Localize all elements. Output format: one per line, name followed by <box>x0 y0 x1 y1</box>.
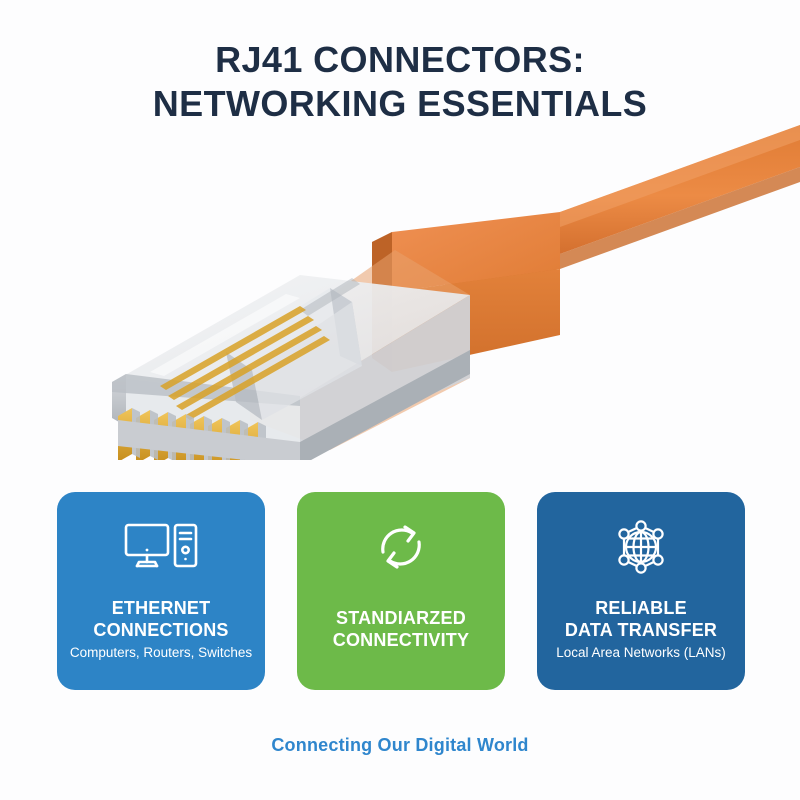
feature-card-title: STANDIARZED CONNECTIVITY <box>332 608 470 650</box>
feature-card-text: STANDIARZED CONNECTIVITY <box>297 580 505 690</box>
sync-arrows-icon <box>371 514 431 580</box>
page-title: RJ41 CONNECTORS: NETWORKING ESSENTIALS <box>0 38 800 126</box>
feature-card-standiarzed-connectivity[interactable]: STANDIARZED CONNECTIVITY <box>297 492 505 690</box>
feature-card-subtitle: Computers, Routers, Switches <box>69 645 253 661</box>
feature-card-subtitle: Local Area Networks (LANs) <box>556 645 726 661</box>
page-title-line-2: NETWORKING ESSENTIALS <box>152 82 648 124</box>
feature-card-reliable-data-transfer[interactable]: RELIABLE DATA TRANSFER Local Area Networ… <box>537 492 745 690</box>
rj41-connector-illustration <box>0 120 800 460</box>
desktop-computer-icon <box>124 514 198 580</box>
feature-card-title: RELIABLE DATA TRANSFER <box>564 597 718 640</box>
feature-card-ethernet-connections[interactable]: ETHERNET CONNECTIONS Computers, Routers,… <box>57 492 265 690</box>
globe-network-icon <box>610 514 672 580</box>
feature-card-title: ETHERNET CONNECTIONS <box>93 597 229 640</box>
footer-tagline: Connecting Our Digital World <box>271 735 529 755</box>
feature-card-list: ETHERNET CONNECTIONS Computers, Routers,… <box>57 492 745 690</box>
footer: Connecting Our Digital World <box>0 735 800 756</box>
feature-card-text: ETHERNET CONNECTIONS Computers, Routers,… <box>57 580 265 690</box>
page-title-line-1: RJ41 CONNECTORS: <box>215 39 585 80</box>
feature-card-text: RELIABLE DATA TRANSFER Local Area Networ… <box>537 580 745 690</box>
